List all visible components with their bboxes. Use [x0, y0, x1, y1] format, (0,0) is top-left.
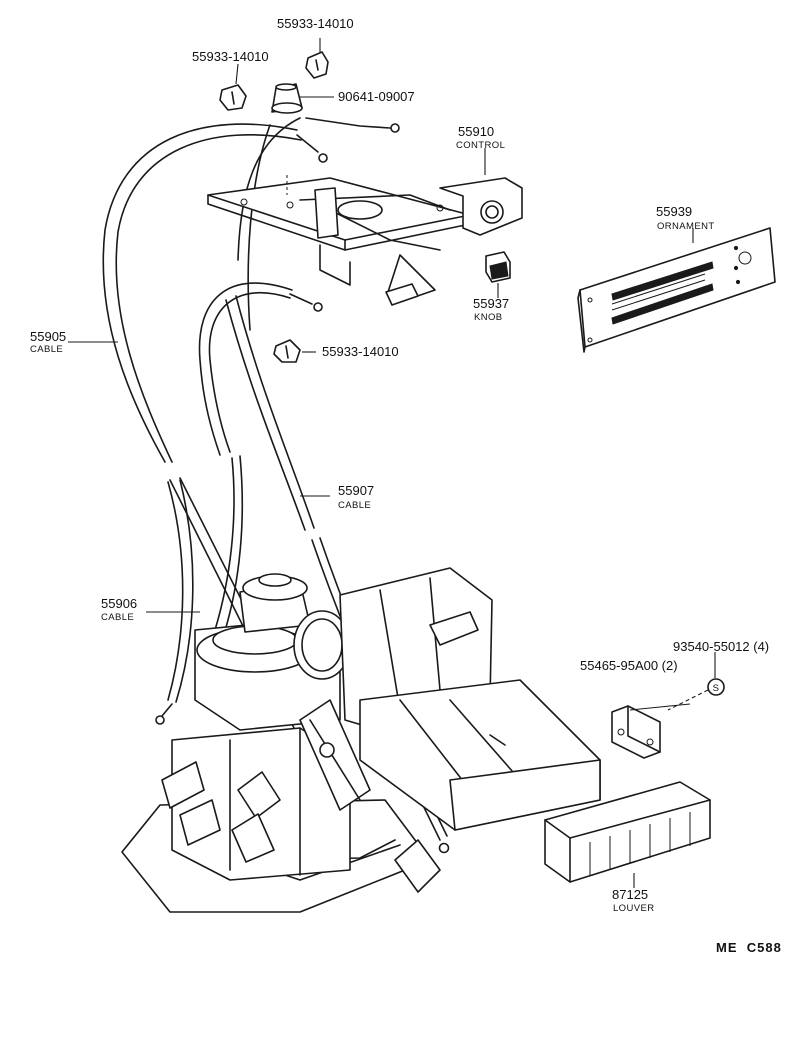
- heater-control-assembly: [207, 175, 523, 306]
- part-number-screw: 93540-55012 (4): [673, 639, 769, 654]
- bracket-part: [611, 705, 661, 759]
- part-number-bracket: 55465-95A00 (2): [580, 658, 678, 673]
- part-number-clip-mid: 55933-14010: [322, 344, 399, 359]
- part-number-ornament: 55939: [656, 204, 692, 219]
- part-name-knob: KNOB: [474, 312, 503, 323]
- ornament-panel: [577, 227, 776, 353]
- part-number-cap: 90641-09007: [338, 89, 415, 104]
- heater-unit: [121, 567, 601, 913]
- svg-text:S: S: [713, 683, 720, 694]
- part-name-ornament: ORNAMENT: [657, 221, 715, 232]
- knob-part: [485, 251, 511, 283]
- cap-part: [271, 83, 303, 114]
- part-number-cable-55905: 55905: [30, 329, 66, 344]
- clip-part-left: [219, 84, 247, 111]
- cable-55905: [102, 123, 328, 725]
- part-name-control: CONTROL: [456, 140, 505, 151]
- part-number-control: 55910: [458, 124, 494, 139]
- screw-symbol-icon: S: [707, 678, 725, 696]
- part-number-knob: 55937: [473, 296, 509, 311]
- part-name-cable-55906: CABLE: [101, 612, 134, 623]
- part-name-louver: LOUVER: [613, 903, 654, 914]
- part-number-clip-top: 55933-14010: [277, 16, 354, 31]
- part-number-louver: 87125: [612, 887, 648, 902]
- part-number-cable-55907: 55907: [338, 483, 374, 498]
- leader-lines: [68, 38, 716, 888]
- drawing-code: ME C588: [716, 940, 782, 955]
- louver-part: [544, 781, 711, 883]
- part-number-clip-left: 55933-14010: [192, 49, 269, 64]
- part-name-cable-55907: CABLE: [338, 500, 371, 511]
- clip-part-top: [305, 51, 329, 79]
- clip-part-mid: [273, 339, 301, 363]
- part-number-cable-55906: 55906: [101, 596, 137, 611]
- part-name-cable-55905: CABLE: [30, 344, 63, 355]
